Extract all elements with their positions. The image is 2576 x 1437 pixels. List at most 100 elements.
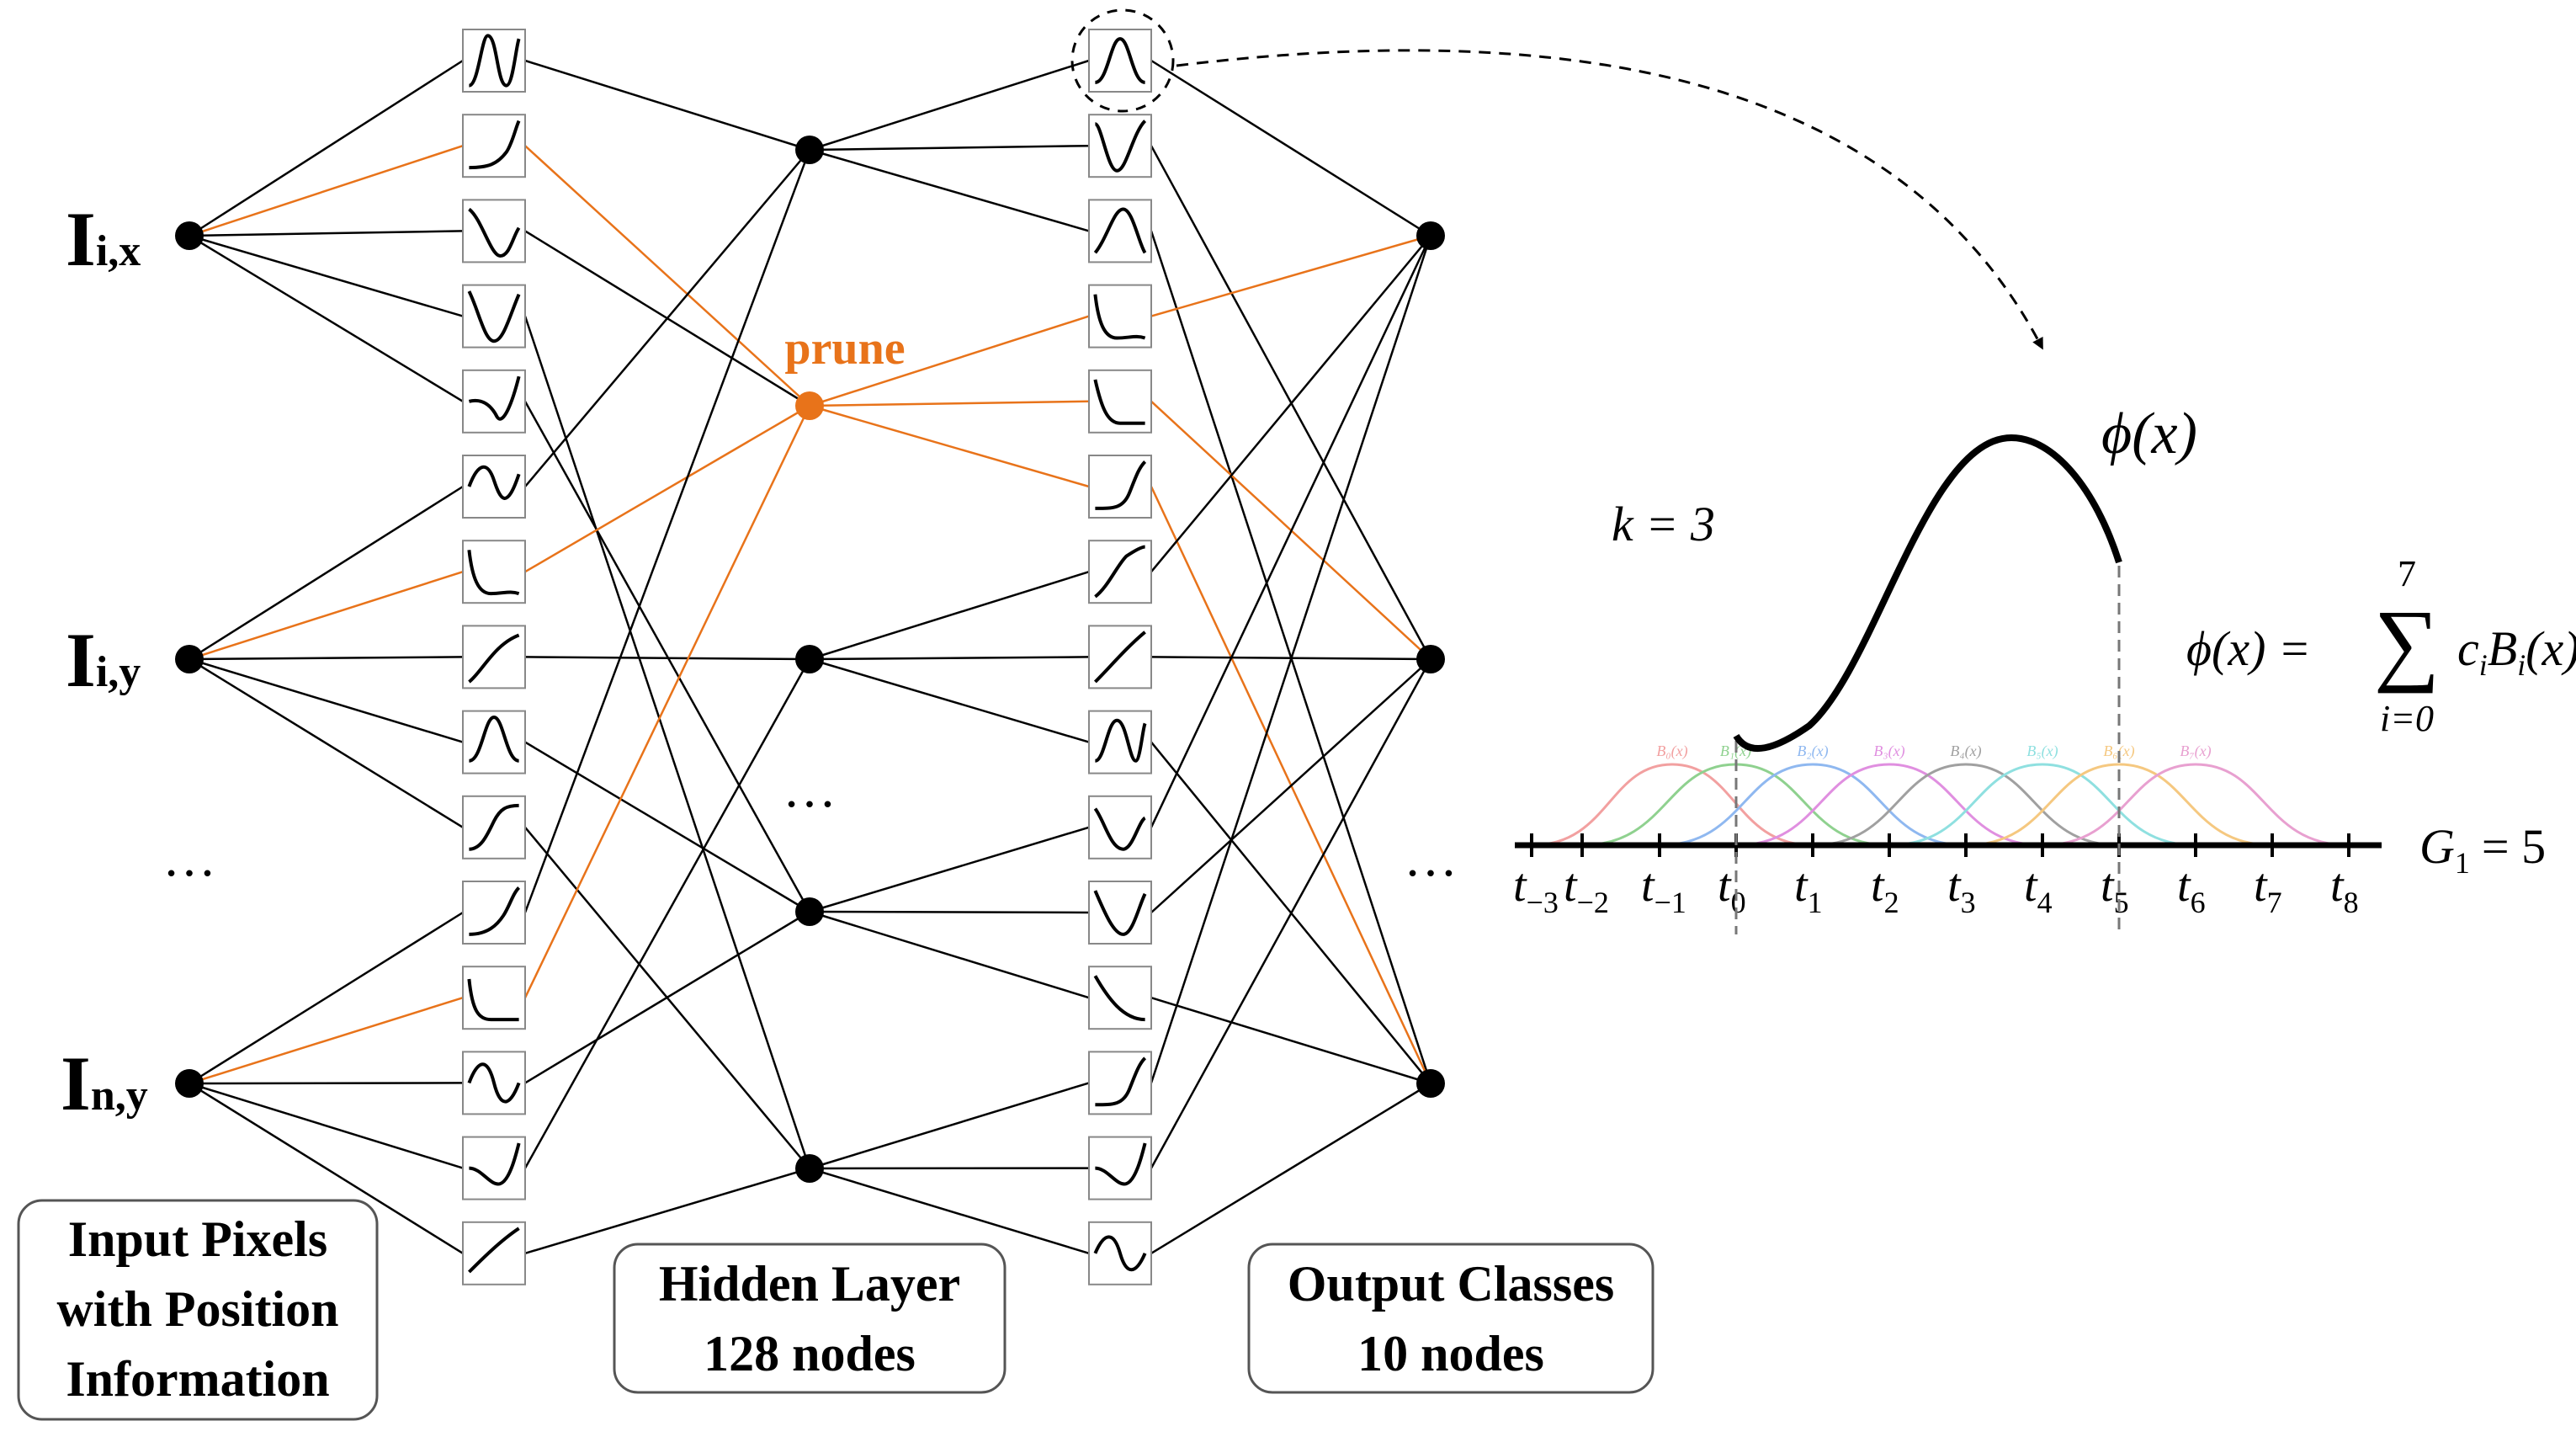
edge — [523, 405, 811, 998]
edge — [524, 910, 810, 1084]
formula-sum-lower: i=0 — [2380, 698, 2434, 739]
knot-label: t3 — [1947, 860, 1976, 919]
activation-curve — [469, 886, 521, 936]
activation-curve — [469, 120, 521, 170]
edge — [809, 910, 1090, 999]
activation-box — [1088, 1136, 1152, 1200]
input-node — [175, 1069, 204, 1098]
activation-box — [1088, 795, 1152, 860]
activation-curve — [469, 803, 519, 851]
edge — [809, 571, 1090, 661]
activation-curve — [469, 1142, 521, 1186]
input-box-line-1: Input Pixels — [68, 1211, 327, 1267]
hidden-box: Hidden Layer 128 nodes — [613, 1243, 1006, 1394]
formula-basis-arg: (x) — [2526, 621, 2576, 676]
output-box-line-1: Output Classes — [1288, 1256, 1614, 1312]
knot-label: t−3 — [1513, 860, 1559, 919]
activation-curve — [1094, 37, 1146, 84]
input-box: Input Pixels with Position Information — [17, 1199, 379, 1421]
input-box-line-2: with Position — [56, 1281, 338, 1337]
activation-curve — [1095, 1056, 1147, 1107]
edge — [809, 656, 1090, 661]
edge — [1150, 658, 1432, 1169]
input-box-line-3: Information — [66, 1351, 329, 1407]
edge — [189, 230, 464, 237]
basis-curve — [2042, 763, 2350, 847]
edge — [809, 315, 1090, 407]
activation-curve — [1093, 890, 1147, 936]
activation-box — [1088, 625, 1152, 689]
activation-box — [462, 795, 526, 860]
basis-label: B₅(x) — [2026, 742, 2058, 760]
activation-curve — [1093, 379, 1145, 425]
activation-curve — [467, 550, 520, 596]
hidden-node — [795, 645, 824, 673]
activation-box — [462, 1051, 526, 1115]
activation-curve — [1094, 718, 1147, 763]
edge — [523, 316, 811, 1169]
pruned-hidden-node — [795, 391, 824, 420]
svg-text:In,y: In,y — [61, 1040, 148, 1126]
edge — [524, 145, 810, 407]
knot-label: t6 — [2177, 860, 2206, 919]
activation-curve — [468, 207, 521, 258]
input-label-ny: In,y — [61, 1040, 148, 1126]
input-label-sub: i,x — [96, 227, 141, 275]
output-node — [1416, 1069, 1445, 1098]
edge — [189, 1082, 464, 1254]
edge — [1150, 59, 1431, 237]
edge — [524, 1167, 810, 1254]
edge — [1150, 1082, 1431, 1254]
knot-label: t7 — [2254, 860, 2282, 919]
basis-label: B₄(x) — [1950, 742, 1981, 760]
edge — [809, 1167, 1090, 1254]
formula-coef-sub: i — [2479, 648, 2488, 682]
input-label-sub: n,y — [91, 1072, 148, 1120]
activation-curve — [1093, 975, 1145, 1022]
hidden-node — [795, 1154, 824, 1183]
basis-curve — [1659, 763, 1967, 847]
k-label: k = 3 — [1612, 497, 1715, 551]
edge — [809, 144, 1090, 152]
edge — [189, 657, 464, 828]
activation-box — [462, 284, 526, 349]
edge — [524, 741, 810, 913]
spline-panel: B₀(x)B₁(x)B₂(x)B₃(x)B₄(x)B₅(x)B₆(x)B₇(x)… — [1513, 402, 2576, 934]
formula-lhs: ϕ(x) = — [2186, 621, 2311, 676]
basis-functions: B₀(x)B₁(x)B₂(x)B₃(x)B₄(x)B₅(x)B₆(x)B₇(x) — [1531, 742, 2350, 847]
edge — [1150, 235, 1432, 1083]
activation-box — [462, 29, 526, 93]
activation-curve — [1095, 1142, 1147, 1186]
activation-curve — [1093, 294, 1146, 340]
edge — [189, 997, 464, 1085]
input-label-ix: Ii,x — [66, 196, 141, 282]
knot-label: t−1 — [1641, 860, 1686, 919]
basis-curve — [1735, 763, 2043, 847]
activation-box — [462, 881, 526, 945]
highlight-circle — [1070, 8, 1175, 113]
activation-curve — [1093, 120, 1147, 173]
activation-box — [1088, 710, 1152, 774]
knot-label: t8 — [2330, 860, 2359, 919]
activation-curve — [468, 375, 521, 421]
input-label-main: I — [66, 617, 96, 703]
input-ellipsis: … — [162, 828, 216, 887]
hidden-box-line-1: Hidden Layer — [659, 1256, 960, 1312]
grid-label: G1= 5 — [2419, 819, 2546, 880]
activation-curve — [1093, 631, 1146, 684]
phi-label: ϕ(x) — [2101, 402, 2197, 466]
hidden-node — [795, 897, 824, 926]
hidden-box-line-2: 128 nodes — [704, 1326, 916, 1381]
hidden-node — [795, 136, 824, 164]
activation-curve — [468, 715, 520, 763]
edge — [1150, 658, 1431, 913]
input-label-main: I — [66, 196, 96, 282]
edge — [189, 145, 464, 237]
edge — [524, 404, 810, 573]
activation-box — [1088, 284, 1152, 349]
output-node — [1416, 645, 1445, 673]
knot-label: t2 — [1871, 860, 1899, 919]
activation-box — [1088, 199, 1152, 263]
